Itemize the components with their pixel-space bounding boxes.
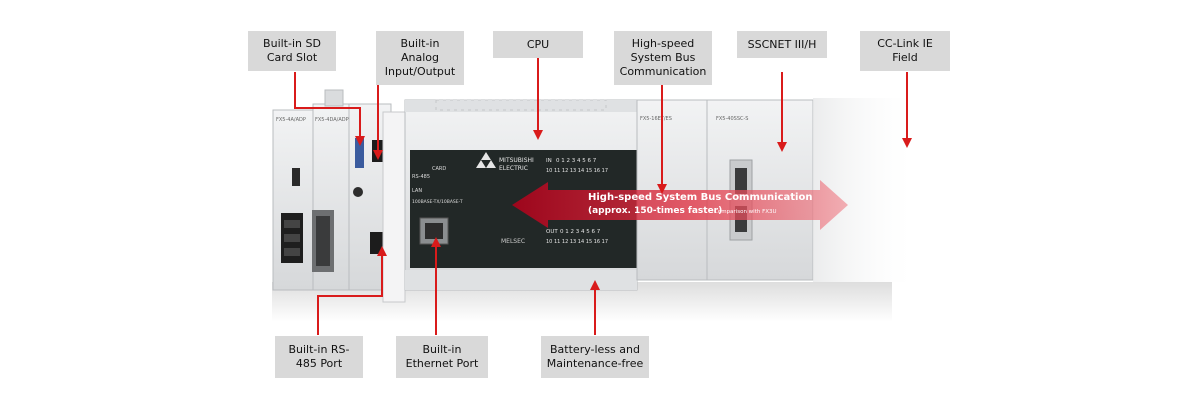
mitsubishi-logo — [476, 152, 496, 168]
system-bus-note: Comparison with FX3U — [714, 209, 777, 215]
out-row-2: 10 11 12 13 14 15 16 17 — [546, 239, 608, 245]
out-label: OUT — [546, 229, 558, 235]
out-row-1: 0 1 2 3 4 5 6 7 — [560, 229, 601, 235]
arrowhead-cc-link — [902, 138, 912, 148]
label-cc-link: CC-Link IE Field — [860, 31, 950, 71]
in-row-2: 10 11 12 13 14 15 16 17 — [546, 168, 608, 174]
side-cover — [382, 111, 406, 303]
brand-text-2: ELECTRIC — [499, 165, 528, 172]
arrowhead-rs485 — [377, 246, 387, 256]
cpu-panel-lan: LAN — [412, 188, 422, 194]
label-sscnet: SSCNET III/H — [737, 31, 827, 58]
cpu-panel-card: CARD — [432, 166, 446, 172]
arrowhead-cpu — [533, 130, 543, 140]
label-battery: Battery-less and Maintenance-free — [541, 336, 649, 378]
label-sd-card: Built-in SD Card Slot — [248, 31, 336, 71]
module-left-1: FX5-4A/ADP — [272, 109, 314, 291]
arrowhead-battery — [590, 280, 600, 290]
module-right-2-label: FX5-40SSC-S — [716, 116, 748, 122]
pointer-sd-card — [294, 72, 361, 138]
label-system-bus: High-speed System Bus Communication — [614, 31, 712, 85]
pointer-lines — [294, 58, 908, 335]
cpu-panel-ethernet-spec: 100BASE-TX/10BASE-T — [412, 199, 463, 205]
system-bus-arrow — [512, 180, 848, 230]
label-cpu: CPU — [493, 31, 583, 58]
arrowhead-sd-card — [355, 136, 365, 146]
in-label: IN — [546, 158, 552, 164]
arrowhead-analog — [373, 150, 383, 160]
label-rs485: Built-in RS- 485 Port — [275, 336, 363, 378]
arrowhead-ethernet — [431, 237, 441, 247]
cpu-badge: MELSEC — [501, 238, 525, 245]
system-bus-subline: (approx. 150-times faster) — [588, 206, 722, 216]
pointer-heads — [355, 130, 912, 290]
pointer-rs485 — [317, 254, 383, 335]
module-left-1-label: FX5-4A/ADP — [276, 117, 306, 123]
in-row-1: 0 1 2 3 4 5 6 7 — [556, 158, 597, 164]
arrowhead-system-bus — [657, 184, 667, 194]
label-ethernet: Built-in Ethernet Port — [396, 336, 488, 378]
brand-text: MITSUBISHI — [499, 157, 534, 164]
cpu-panel-rs485: RS-485 — [412, 174, 430, 180]
label-analog: Built-in Analog Input/Output — [376, 31, 464, 85]
module-left-2-label: FX5-4DA/ADP — [315, 117, 349, 123]
system-bus-headline: High-speed System Bus Communication — [588, 192, 812, 203]
arrowhead-sscnet — [777, 142, 787, 152]
module-right-1-label: FX5-16ET/ES — [640, 116, 672, 122]
module-left-2: FX5-4DA/ADP — [312, 89, 350, 291]
